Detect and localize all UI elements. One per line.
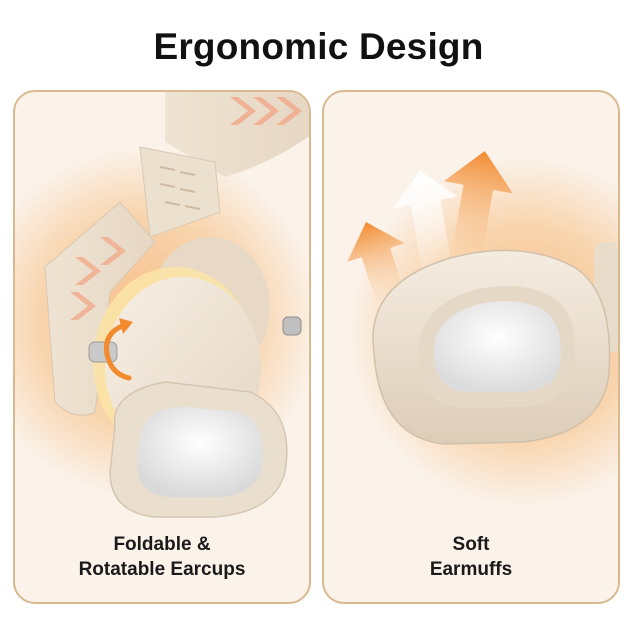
foldable-caption: Foldable & Rotatable Earcups [15, 532, 309, 582]
foldable-panel: Foldable & Rotatable Earcups [13, 90, 311, 604]
upward-arrows-icon [347, 150, 513, 305]
rotate-arrow-icon [103, 318, 133, 381]
earmuff-illustration [347, 150, 618, 507]
earmuffs-caption-line2: Earmuffs [429, 559, 513, 580]
earmuffs-caption: Soft Earmuffs [324, 532, 618, 582]
page-title: Ergonomic Design [153, 26, 484, 67]
foldable-headphone-illustration [15, 92, 309, 518]
earmuffs-caption-line1: Soft [452, 534, 490, 555]
foldable-caption-line2: Rotatable Earcups [78, 559, 246, 580]
foldable-caption-line1: Foldable & [113, 534, 211, 555]
earmuffs-panel: Soft Earmuffs [322, 90, 620, 604]
